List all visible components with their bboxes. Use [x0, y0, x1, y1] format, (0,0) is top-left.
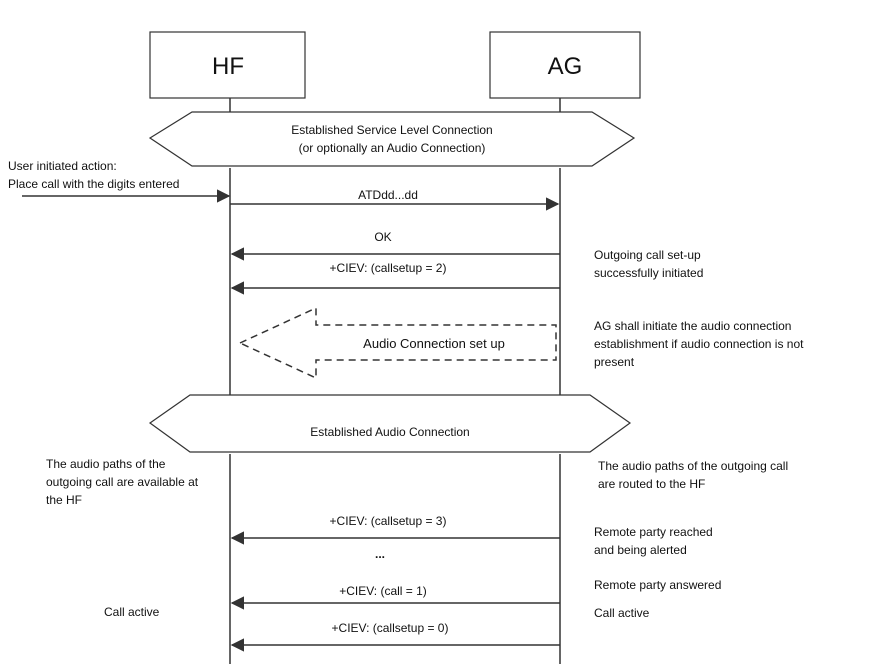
- ciev-callsetup0-label: +CIEV: (callsetup = 0): [332, 621, 449, 635]
- hf-participant-label: HF: [212, 53, 244, 80]
- ciev-callsetup2-label: +CIEV: (callsetup = 2): [330, 261, 447, 275]
- hf-note-call-active: Call active: [104, 605, 160, 619]
- ag-note-call-active: Call active: [594, 606, 650, 620]
- user-action-line2: Place call with the digits entered: [8, 177, 179, 191]
- ag-note-setup-line1: Outgoing call set-up: [594, 248, 701, 262]
- ag-note-paths-line1: The audio paths of the outgoing call: [598, 459, 788, 473]
- audio-phase-hexagon: [148, 394, 632, 453]
- ag-participant-label: AG: [548, 53, 583, 80]
- user-action-line1: User initiated action:: [8, 159, 117, 173]
- atd-message-label: ATDdd...dd: [358, 188, 418, 202]
- ag-note-reached-line1: Remote party reached: [594, 525, 713, 539]
- ag-note-paths-line2: are routed to the HF: [598, 477, 705, 491]
- hf-note-paths-line2: outgoing call are available at: [46, 475, 199, 489]
- ag-note-audio-line3: present: [594, 355, 635, 369]
- ag-note-setup-line2: successfully initiated: [594, 266, 703, 280]
- hf-participant-box: [149, 31, 306, 99]
- ciev-call1-label: +CIEV: (call = 1): [339, 584, 427, 598]
- hf-note-paths-line1: The audio paths of the: [46, 457, 166, 471]
- ag-note-reached-line2: and being alerted: [594, 543, 687, 557]
- ellipsis-gap: ...: [375, 547, 385, 561]
- audio-setup-label: Audio Connection set up: [363, 336, 505, 351]
- audio-phase-label: Established Audio Connection: [310, 425, 469, 439]
- hf-note-paths-line3: the HF: [46, 493, 82, 507]
- ok-message-label: OK: [374, 230, 391, 244]
- ciev-callsetup3-label: +CIEV: (callsetup = 3): [330, 514, 447, 528]
- slc-phase-label-line1: Established Service Level Connection: [291, 123, 492, 137]
- ag-note-audio-line1: AG shall initiate the audio connection: [594, 319, 791, 333]
- ag-note-answered: Remote party answered: [594, 578, 721, 592]
- audio-setup-dashed-arrow: [238, 306, 557, 380]
- ag-participant-box: [489, 31, 641, 99]
- slc-phase-hexagon: [148, 111, 636, 167]
- slc-phase-label-line2: (or optionally an Audio Connection): [299, 141, 486, 155]
- ag-note-audio-line2: establishment if audio connection is not: [594, 337, 804, 351]
